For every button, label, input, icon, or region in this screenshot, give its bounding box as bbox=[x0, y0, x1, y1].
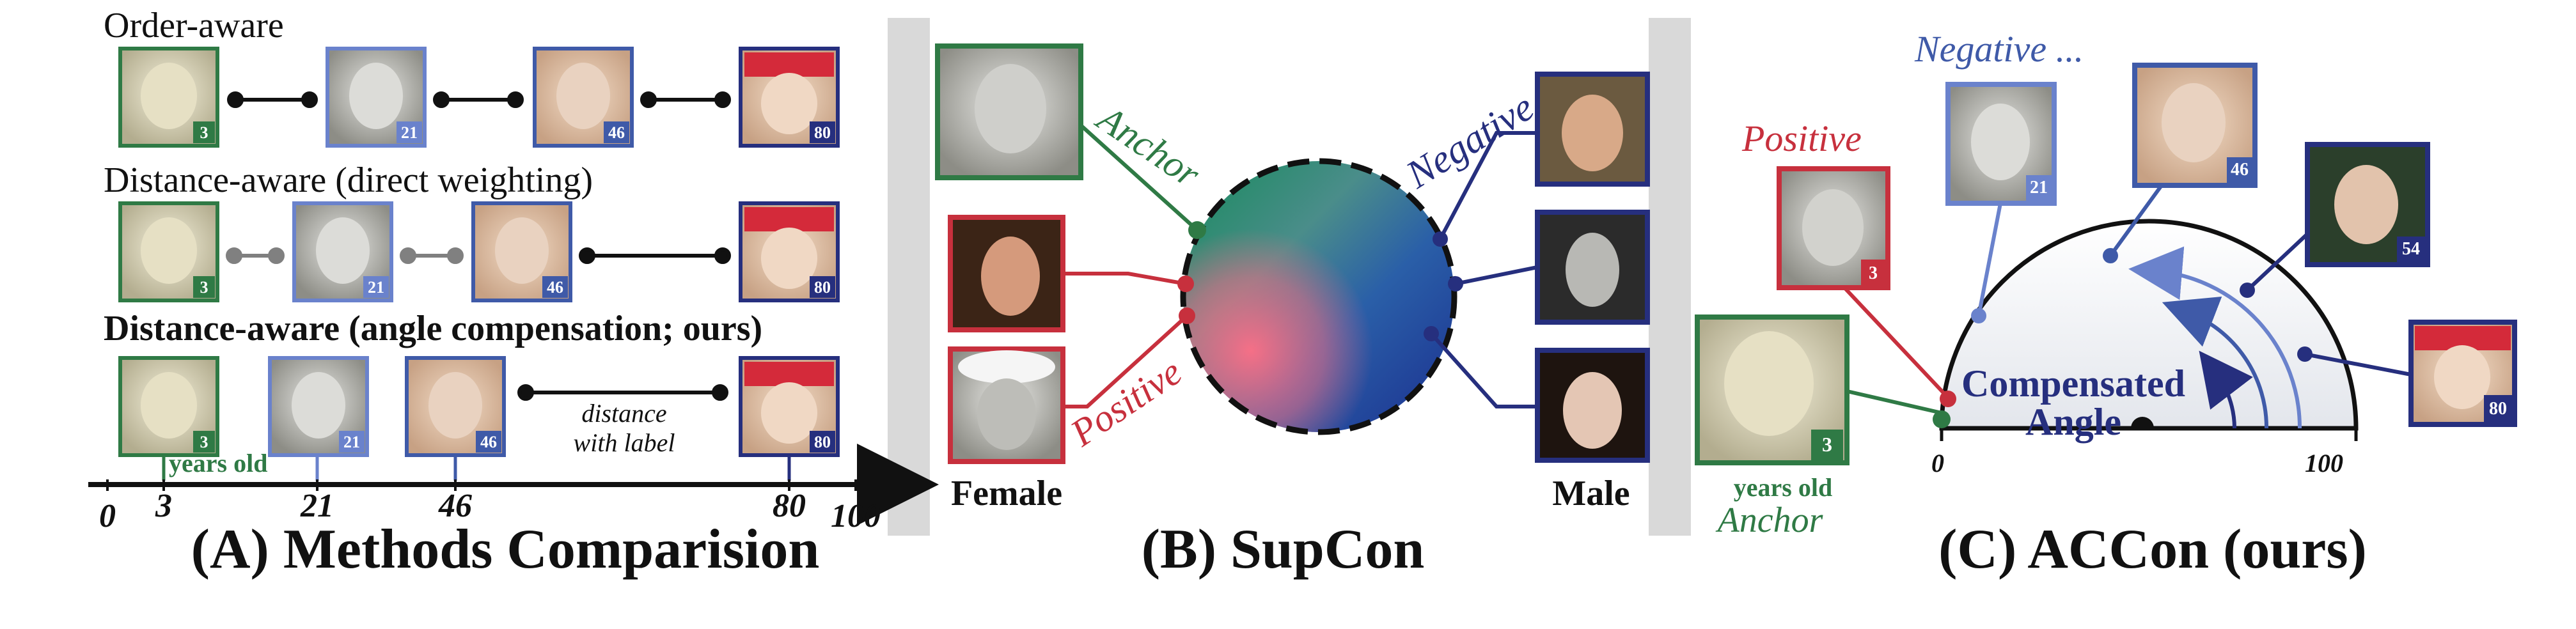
panel-b: Anchor Positive Negative Female Male (B)… bbox=[935, 43, 1650, 580]
row-label-angle-compensation: Distance-aware (angle compensation; ours… bbox=[104, 309, 762, 348]
row2-badge-21: 21 bbox=[368, 278, 384, 297]
negative-face-21: 21 bbox=[1945, 82, 2057, 206]
positive-connectors bbox=[1063, 272, 1195, 408]
positive-label-b: Positive bbox=[1063, 350, 1190, 454]
distance-label-line2: with label bbox=[574, 428, 675, 457]
row1-face-3: 3 bbox=[118, 47, 219, 148]
positive-badge-c: 3 bbox=[1869, 263, 1878, 283]
separator-a-b bbox=[888, 18, 930, 536]
positive-label-c: Positive bbox=[1741, 118, 1862, 159]
tick-label-0: 0 bbox=[99, 498, 116, 534]
separator-b-c bbox=[1649, 18, 1691, 536]
negative-face-54: 54 bbox=[2305, 142, 2430, 267]
row2-face-80: 80 bbox=[739, 201, 840, 302]
age-axis-tick-labels: 0 3 21 46 80 100 bbox=[99, 488, 881, 534]
negative-badge-54: 54 bbox=[2402, 239, 2420, 259]
row1-badge-46: 46 bbox=[608, 123, 625, 142]
tick-label-21: 21 bbox=[300, 488, 334, 524]
panel-c-caption: (C) ACCon (ours) bbox=[1938, 518, 2367, 580]
positive-connector-c bbox=[1842, 286, 1956, 407]
anchor-badge-c: 3 bbox=[1822, 433, 1832, 456]
row3-face-21: 21 bbox=[268, 356, 369, 457]
male-negative-face-3 bbox=[1535, 348, 1650, 463]
semicircle-center bbox=[2131, 417, 2154, 428]
row3-face-3: 3 bbox=[118, 356, 219, 457]
negative-face-46: 46 bbox=[2132, 63, 2258, 188]
tick-label-80: 80 bbox=[773, 488, 806, 524]
female-label: Female bbox=[951, 474, 1062, 513]
male-negative-face-1 bbox=[1535, 72, 1650, 187]
tick-label-46: 46 bbox=[438, 488, 472, 524]
row1-badge-80: 80 bbox=[814, 123, 831, 142]
tick-label-3: 3 bbox=[155, 488, 172, 524]
row-label-direct-weighting: Distance-aware (direct weighting) bbox=[104, 160, 593, 200]
row1-badge-3: 3 bbox=[200, 123, 208, 142]
row1-face-46: 46 bbox=[533, 47, 634, 148]
negative-label-c: Negative ... bbox=[1914, 28, 2084, 70]
row1-face-80: 80 bbox=[739, 47, 840, 148]
compensated-arc-1 bbox=[2128, 246, 2302, 429]
row2-badge-46: 46 bbox=[547, 278, 563, 297]
female-positive-face-1 bbox=[948, 215, 1065, 332]
row3-distance-connector bbox=[517, 384, 728, 401]
row3-badge-3: 3 bbox=[200, 433, 208, 451]
years-old-label-c: years old bbox=[1734, 473, 1832, 502]
anchor-connector bbox=[1079, 123, 1206, 239]
row1-face-21: 21 bbox=[326, 47, 427, 148]
years-old-label-a: years old bbox=[169, 449, 267, 478]
row3-badge-80: 80 bbox=[814, 433, 831, 451]
male-negative-face-2 bbox=[1535, 210, 1650, 325]
negative-badge-80: 80 bbox=[2489, 399, 2507, 419]
row1-connectors bbox=[227, 91, 731, 108]
row2-connectors bbox=[226, 247, 731, 264]
anchor-face-c: 3 bbox=[1695, 314, 1850, 465]
compensated-arc-3 bbox=[2199, 350, 2253, 429]
tick-label-100: 100 bbox=[831, 498, 881, 534]
anchor-label-c: Anchor bbox=[1715, 501, 1823, 540]
female-anchor-face bbox=[935, 43, 1083, 180]
compensated-angle-line2: Angle bbox=[2025, 401, 2121, 443]
row3-badge-46: 46 bbox=[480, 433, 497, 451]
axis-max-label: 100 bbox=[2305, 449, 2343, 478]
row3-face-80: 80 bbox=[739, 356, 840, 457]
male-label: Male bbox=[1552, 474, 1630, 513]
row3-face-46: 46 bbox=[405, 356, 506, 457]
row2-face-3: 3 bbox=[118, 201, 219, 302]
negative-badge-46: 46 bbox=[2231, 160, 2249, 180]
row2-face-46: 46 bbox=[471, 201, 572, 302]
negative-badge-21: 21 bbox=[2030, 178, 2048, 198]
row2-badge-80: 80 bbox=[814, 278, 831, 297]
age-axis-ticks bbox=[106, 479, 857, 491]
positive-face-c: 3 bbox=[1777, 166, 1890, 290]
row-label-order-aware: Order-aware bbox=[104, 6, 284, 45]
anchor-connector-c bbox=[1846, 389, 1951, 428]
female-positive-face-2 bbox=[948, 346, 1065, 464]
distance-label-line1: distance bbox=[581, 399, 666, 428]
compensated-angle-line1: Compensated bbox=[1961, 362, 2185, 405]
negative-connectors bbox=[1424, 131, 1538, 408]
embedding-sphere bbox=[1180, 158, 1457, 435]
row2-badge-3: 3 bbox=[200, 278, 208, 297]
row2-face-21: 21 bbox=[292, 201, 393, 302]
panel-c: 0 100 Compensated Angle 3 years old Anch… bbox=[1695, 28, 2517, 580]
row3-badge-21: 21 bbox=[343, 433, 360, 451]
negative-face-80: 80 bbox=[2408, 320, 2517, 427]
row1-badge-21: 21 bbox=[401, 123, 418, 142]
negative-connectors-c bbox=[1971, 184, 2412, 377]
axis-drop-lines bbox=[162, 455, 791, 481]
panel-a: Order-aware Distance-aware (direct weigh… bbox=[88, 6, 939, 580]
panel-b-caption: (B) SupCon bbox=[1142, 518, 1425, 580]
axis-min-label: 0 bbox=[1931, 449, 1944, 478]
panel-a-caption: (A) Methods Comparision bbox=[191, 518, 820, 580]
